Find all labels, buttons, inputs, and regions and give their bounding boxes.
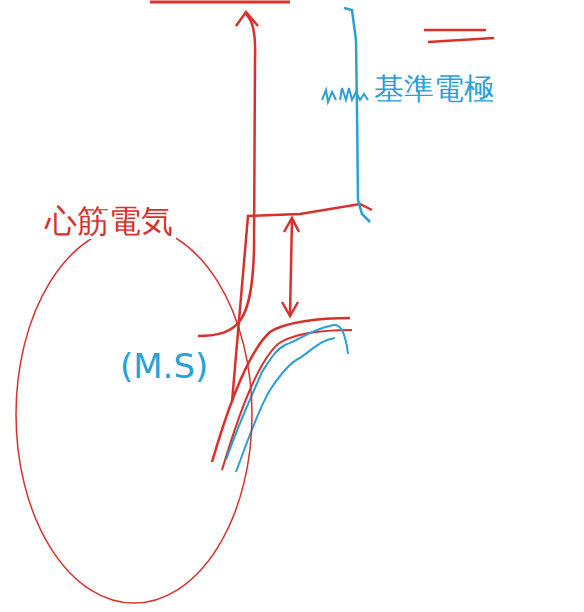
distance-arrow-heads	[282, 218, 299, 316]
wave-line	[236, 338, 335, 472]
annotation-label: 基準電極	[372, 72, 496, 105]
circle-outline	[14, 200, 254, 605]
membrane-line	[222, 330, 352, 470]
upward-arrow	[198, 14, 255, 336]
distance-arrow	[290, 220, 292, 314]
zigzag-signal	[322, 88, 368, 102]
arrow-head	[236, 12, 258, 26]
annotation-label: (M.S)	[118, 348, 210, 385]
electrode-line	[232, 204, 372, 402]
organ-circle: 心筋電気	[14, 200, 254, 605]
electrode-wire	[344, 8, 370, 222]
node-heading: 心筋電気	[42, 204, 176, 239]
double-stroke	[424, 30, 494, 42]
top-bar	[150, 1, 290, 4]
